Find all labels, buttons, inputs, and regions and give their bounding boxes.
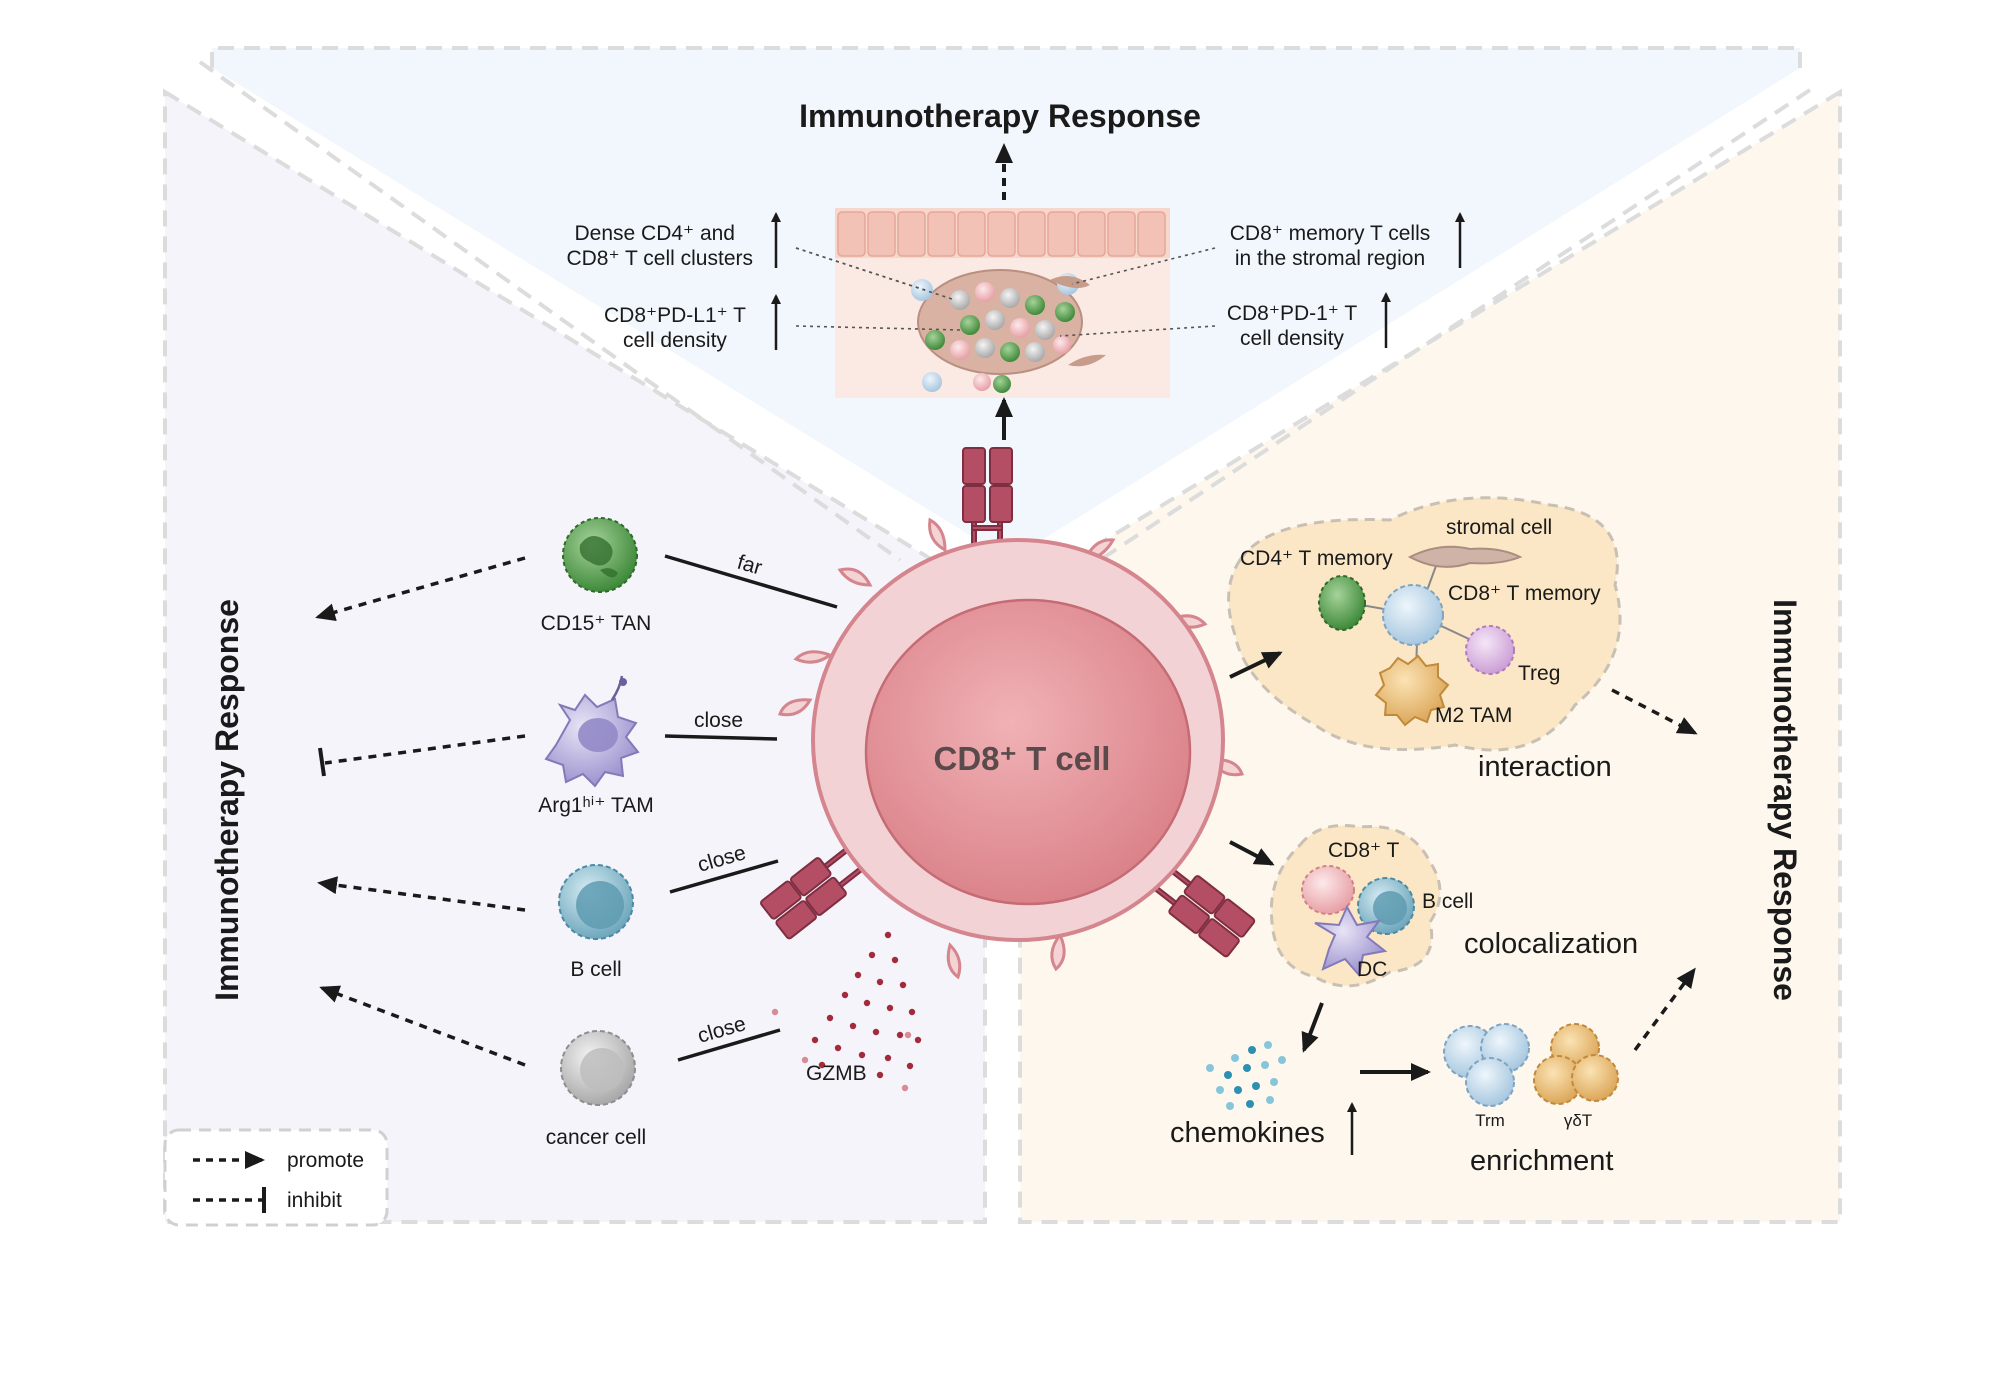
finding-3-line1: CD8⁺ memory T cells <box>1230 222 1431 245</box>
arg1-tam-inhibit-line <box>324 734 526 765</box>
finding-4-line1: CD8⁺PD-1⁺ T <box>1227 302 1357 325</box>
trm-cells <box>1443 1023 1530 1107</box>
enrichment-promote-arrow <box>1633 967 1696 1052</box>
cancer-cell-promote-arrow <box>319 985 526 1067</box>
left-b-cell-label: B cell <box>570 958 621 981</box>
tissue-section <box>835 208 1170 398</box>
b-cell-promote-arrow <box>317 876 526 912</box>
chemokines-label: chemokines <box>1170 1117 1325 1149</box>
arg1-tam-inhibit-bar <box>318 747 326 777</box>
tcell-to-colocalization-arrow <box>1229 840 1275 866</box>
left-divider <box>198 60 902 562</box>
treg-cell <box>1465 625 1515 675</box>
arg1-tam-label: Arg1ʰⁱ⁺ TAM <box>538 794 653 817</box>
cancer-cell <box>560 1030 636 1106</box>
left-b-cell <box>558 864 634 940</box>
cancer-cell-relation-line <box>677 1028 781 1062</box>
tcell-receptor-left <box>760 846 866 940</box>
tcell-receptor-top <box>962 447 1013 551</box>
gzmb-granules <box>771 931 922 1092</box>
top-panel-title: Immunotherapy Response <box>799 98 1201 134</box>
arg1-tam-relation-label: close <box>694 709 743 732</box>
enrichment-label: enrichment <box>1470 1145 1613 1177</box>
cd8-t-memory-cell <box>1382 584 1444 646</box>
tcell-label: CD8⁺ T cell <box>934 740 1111 777</box>
legend-box <box>163 1128 389 1227</box>
colocalization-to-chemokines-arrow <box>1301 1002 1324 1053</box>
m2-tam-label: M2 TAM <box>1435 704 1512 727</box>
cd4-t-memory-label: CD4⁺ T memory <box>1240 547 1393 570</box>
finding-4-line2: cell density <box>1240 327 1344 350</box>
tcell-receptor-right <box>1150 864 1256 958</box>
gzmb-label: GZMB <box>806 1062 867 1085</box>
interaction-promote-arrow <box>1611 688 1698 735</box>
cd15-tan-cell <box>562 517 638 593</box>
b-cell-relation-line <box>669 859 779 894</box>
cd8-t-memory-label: CD8⁺ T memory <box>1448 582 1601 605</box>
arg1-tam-relation-line <box>664 734 778 741</box>
finding-2-line1: CD8⁺PD-L1⁺ T <box>604 304 746 327</box>
m2-tam-cell <box>1374 654 1450 727</box>
interaction-label: interaction <box>1478 751 1612 783</box>
right-divider <box>1098 88 1812 562</box>
stromal-cell <box>1407 545 1523 568</box>
cd4-t-memory-cell <box>1318 575 1366 631</box>
cd15-tan-relation-line <box>664 554 838 609</box>
coloc-b-cell-label: B cell <box>1422 890 1473 913</box>
immune-cluster <box>911 273 1106 393</box>
arg1-tam-cell <box>544 675 640 788</box>
coloc-dc-label: DC <box>1357 958 1387 981</box>
coloc-cd8-cell <box>1301 865 1355 915</box>
tissue-connectors <box>795 247 1216 337</box>
finding-2-line2: cell density <box>623 329 727 352</box>
epithelium-cells <box>837 211 1166 257</box>
chemokine-dots <box>1206 1041 1286 1110</box>
finding-1-line1: Dense CD4⁺ and <box>574 222 735 245</box>
colocalization-label: colocalization <box>1464 928 1638 960</box>
finding-1-line2: CD8⁺ T cell clusters <box>566 247 753 270</box>
left-panel-title: Immunotherapy Response <box>209 599 245 1001</box>
coloc-b-cell <box>1357 877 1415 935</box>
gamma-delta-t-cells <box>1533 1023 1619 1105</box>
cd15-tan-label: CD15⁺ TAN <box>541 612 652 635</box>
cd15-tan-promote-arrow <box>315 556 526 621</box>
tcell-nucleus <box>864 598 1192 906</box>
tcell-to-interaction-arrow <box>1229 651 1283 679</box>
top-panel-border <box>210 46 1802 68</box>
legend-promote-label: promote <box>287 1149 364 1172</box>
cancer-cell-label: cancer cell <box>546 1126 646 1149</box>
treg-label: Treg <box>1518 662 1560 685</box>
finding-3-line2: in the stromal region <box>1235 247 1425 270</box>
right-panel-title: Immunotherapy Response <box>1767 599 1803 1001</box>
trm-label: Trm <box>1475 1111 1505 1130</box>
stromal-cell-label: stromal cell <box>1446 516 1552 539</box>
legend-inhibit-label: inhibit <box>287 1189 342 1212</box>
colocalization-niche <box>1269 823 1442 988</box>
coloc-cd8-label: CD8⁺ T <box>1328 839 1400 862</box>
gamma-delta-t-label: γδT <box>1564 1111 1592 1130</box>
left-panel-bg <box>163 88 987 1224</box>
coloc-dc-cell <box>1314 904 1388 978</box>
